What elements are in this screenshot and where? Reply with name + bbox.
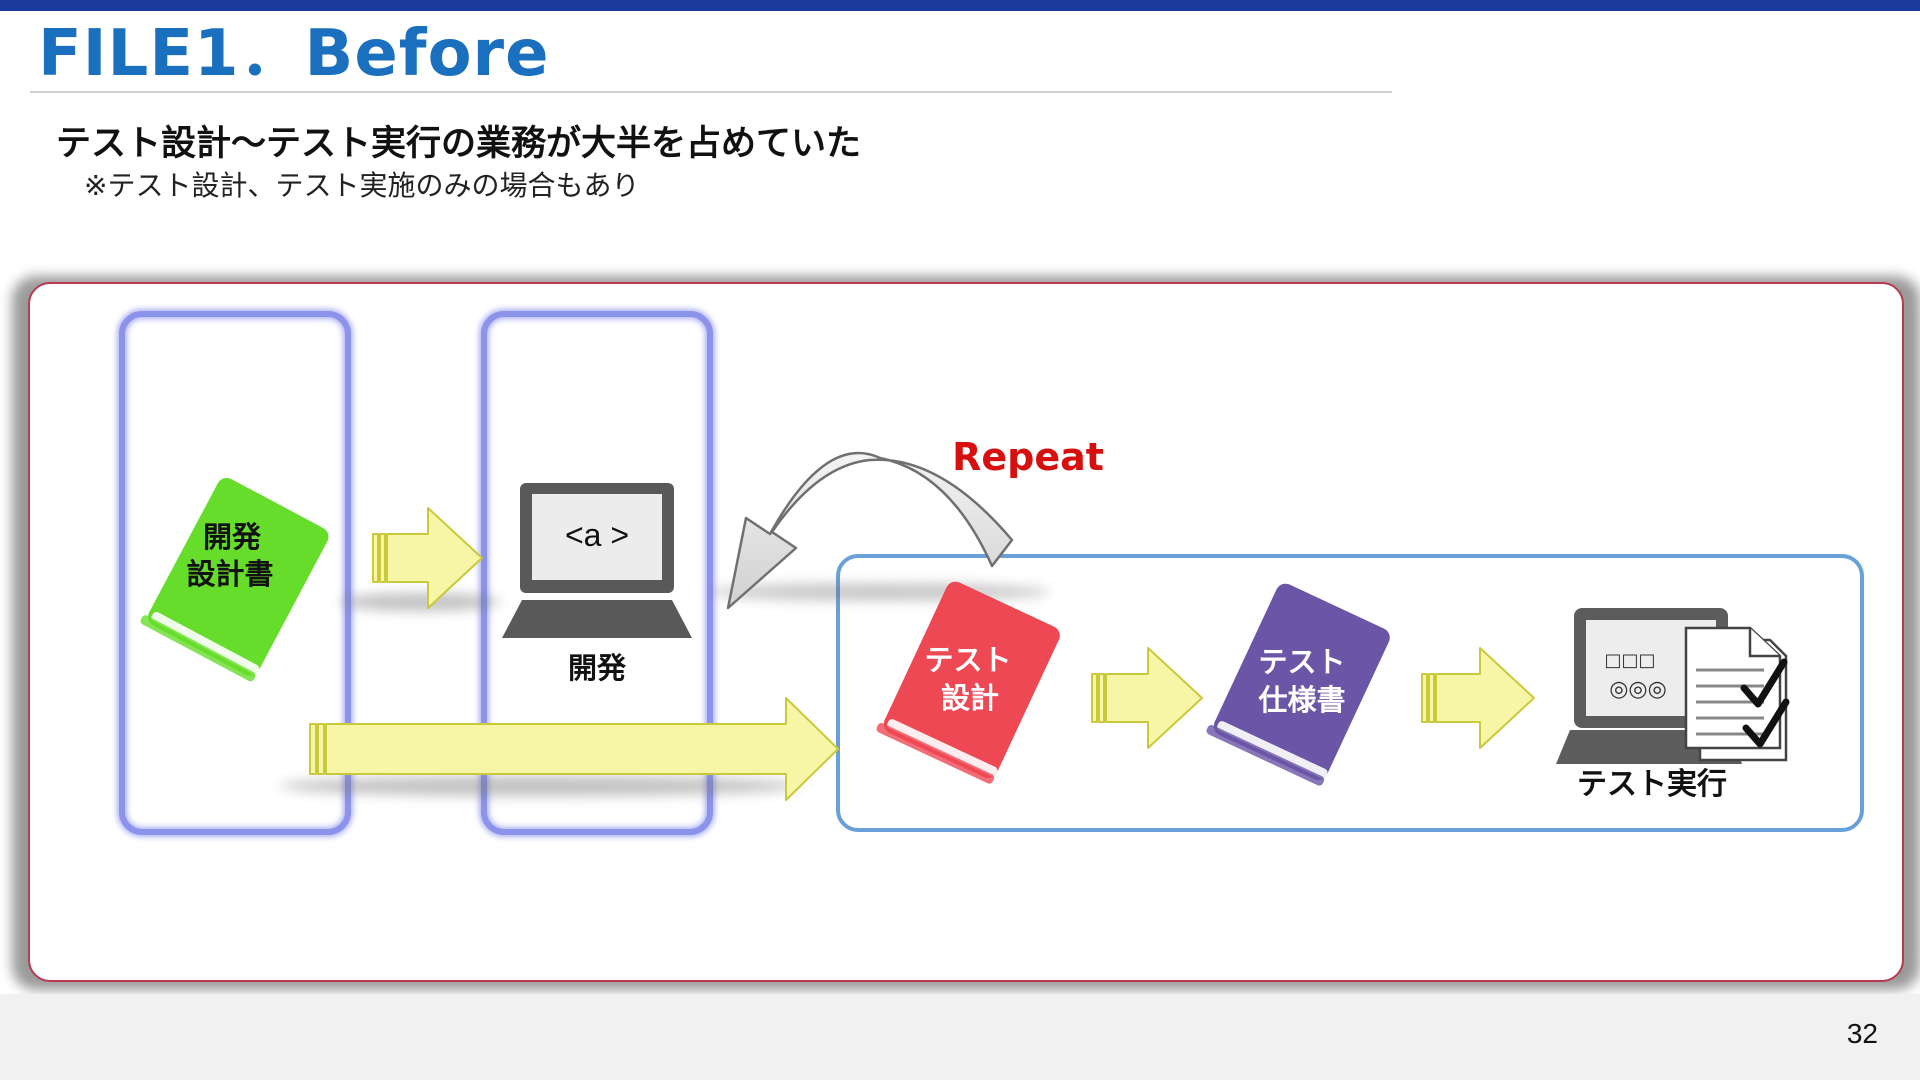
exec-screen-row1: □□□	[1604, 650, 1655, 671]
checkmark-icon	[1740, 658, 1790, 748]
page-number: 32	[1846, 1018, 1878, 1049]
exec-screen-row2: ◎◎◎	[1609, 677, 1667, 702]
checklist-document-icon	[1684, 626, 1788, 762]
repeat-curve-arrow	[726, 451, 1014, 610]
dev-spec-book-title-line2: 設計書	[186, 557, 273, 591]
dev-spec-column-frame	[117, 309, 353, 837]
laptop-icon	[502, 483, 692, 638]
spec-to-test-arrow	[309, 697, 839, 801]
slide-footer	[0, 994, 1920, 1080]
slide-subtitle: テスト設計〜テスト実行の業務が大半を占めていた	[56, 124, 862, 164]
test-design-title-line1: テスト	[924, 643, 1011, 677]
laptop-screen-text: <a >	[565, 517, 629, 553]
arrow-shadow	[280, 776, 800, 796]
test-design-book-icon	[876, 581, 1060, 784]
spec-to-exec-arrow	[1421, 647, 1535, 749]
test-design-title-line2: 設計	[941, 681, 999, 715]
test-spec-title-line1: テスト	[1258, 645, 1345, 679]
top-accent-bar	[0, 0, 1920, 11]
repeat-label: Repeat	[952, 435, 1104, 479]
dev-spec-book-title-line1: 開発	[203, 520, 262, 554]
test-spec-title-line2: 仕様書	[1257, 683, 1345, 717]
dev-column-frame	[479, 309, 715, 837]
test-spec-book-icon	[1206, 583, 1390, 786]
title-underline	[30, 91, 1392, 93]
arrow-shadow	[340, 593, 500, 611]
slide-title: FILE1．Before	[38, 17, 550, 91]
curve-arrow-shadow	[710, 583, 1050, 601]
dev-spec-book-icon	[140, 477, 329, 682]
slide-note: ※テスト設計、テスト実施のみの場合もあり	[84, 169, 640, 202]
dev-label: 開発	[568, 651, 627, 685]
test-execution-label: テスト実行	[1577, 767, 1727, 802]
design-to-spec-arrow	[1091, 647, 1203, 749]
test-group-frame	[836, 554, 1864, 832]
spec-to-dev-arrow	[372, 507, 483, 609]
